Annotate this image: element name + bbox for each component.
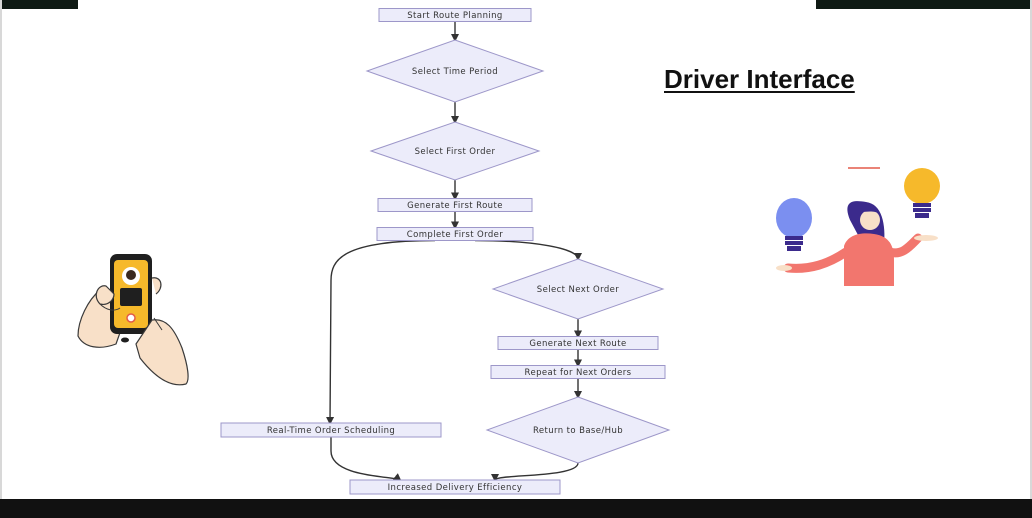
flow-node-label: Select Next Order xyxy=(537,285,619,295)
flow-node-gen2: Generate Next Route xyxy=(497,336,659,350)
flow-node-time: Select Time Period xyxy=(365,39,545,103)
woman-with-lightbulbs-icon xyxy=(776,167,940,286)
flow-node-label: Repeat for Next Orders xyxy=(525,368,632,378)
process-node-shape xyxy=(376,227,534,241)
flow-node-repeat: Repeat for Next Orders xyxy=(490,365,666,379)
flow-node-return: Return to Base/Hub xyxy=(485,396,671,464)
process-node-shape xyxy=(220,422,442,438)
flow-node-label: Generate First Route xyxy=(407,201,503,211)
flow-node-rt: Real-Time Order Scheduling xyxy=(220,422,442,438)
flow-edge-comp1-to-rt xyxy=(326,239,436,425)
decision-node-shape xyxy=(365,39,545,103)
flow-node-gen1: Generate First Route xyxy=(377,198,533,212)
process-node-shape xyxy=(378,8,532,22)
left-edge xyxy=(0,0,2,499)
flow-node-label: Increased Delivery Efficiency xyxy=(388,483,523,493)
flow-node-label: Select Time Period xyxy=(412,67,498,77)
flow-node-label: Complete First Order xyxy=(407,230,504,240)
flow-node-label: Select First Order xyxy=(415,147,496,157)
flow-node-end: Increased Delivery Efficiency xyxy=(349,479,561,495)
flow-node-label: Real-Time Order Scheduling xyxy=(267,426,395,436)
flow-node-first: Select First Order xyxy=(369,121,541,181)
flow-node-label: Start Route Planning xyxy=(407,11,502,21)
decision-node-shape xyxy=(485,396,671,464)
right-edge xyxy=(1030,0,1032,499)
flow-node-start: Start Route Planning xyxy=(378,8,532,22)
process-node-shape xyxy=(377,198,533,212)
hand-holding-phone-icon xyxy=(77,254,189,386)
flow-node-label: Generate Next Route xyxy=(529,339,626,349)
flow-node-label: Return to Base/Hub xyxy=(533,426,623,436)
top-bar-right xyxy=(816,0,1032,9)
flow-edge-return-to-end xyxy=(491,462,579,482)
flow-node-next: Select Next Order xyxy=(491,258,665,320)
flow-edge-comp1-to-next xyxy=(474,239,582,261)
top-bar-left xyxy=(0,0,78,9)
flow-edge-rt-to-end xyxy=(330,437,402,482)
process-node-shape xyxy=(497,336,659,350)
process-node-shape xyxy=(490,365,666,379)
flow-node-comp1: Complete First Order xyxy=(376,227,534,241)
bottom-bar xyxy=(0,499,1032,518)
decision-node-shape xyxy=(369,121,541,181)
page-title: Driver Interface xyxy=(664,64,855,94)
process-node-shape xyxy=(349,479,561,495)
decision-node-shape xyxy=(491,258,665,320)
